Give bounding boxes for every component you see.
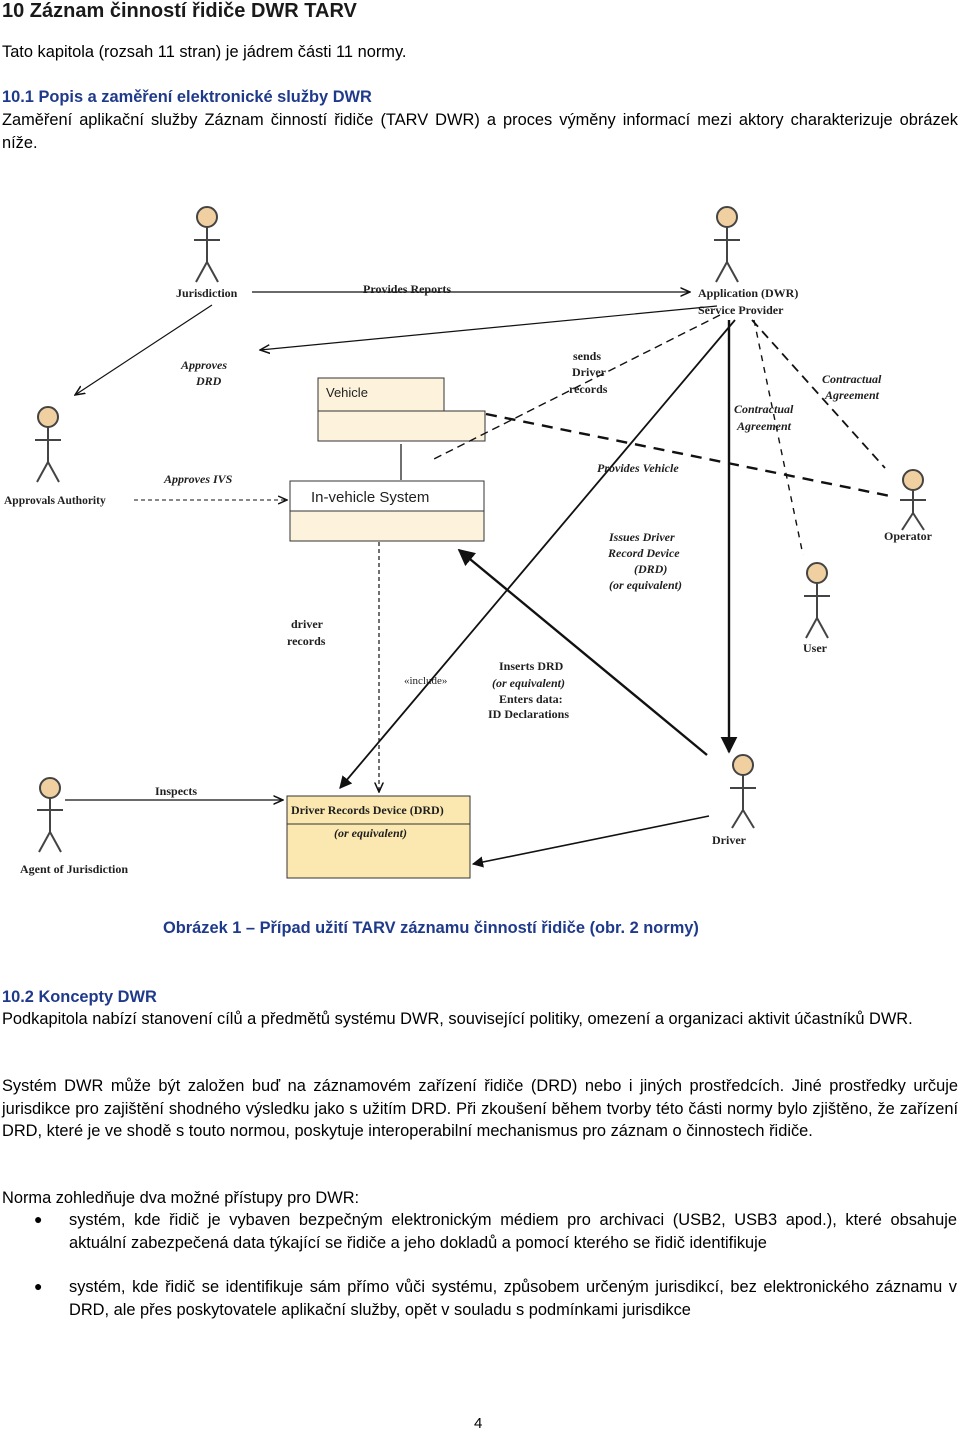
label-contractual-1b: Agreement — [824, 388, 880, 402]
label-driver: Driver — [712, 833, 747, 847]
label-include: «include» — [404, 675, 447, 687]
vehicle-label: Vehicle — [326, 385, 368, 400]
label-approves-drd-1: Approves — [180, 358, 227, 372]
label-approves-drd-2: DRD — [195, 374, 222, 388]
label-inserts-3: Enters data: — [499, 692, 563, 706]
actor-jurisdiction-icon — [194, 206, 220, 283]
actor-driver-icon — [730, 754, 756, 829]
label-inserts-4: ID Declarations — [488, 707, 569, 721]
label-sends-2: Driver — [572, 365, 607, 379]
section-1-title: 10.1 Popis a zaměření elektronické služb… — [2, 88, 372, 106]
label-issues-3: (DRD) — [634, 562, 667, 576]
label-driver-records-1: driver — [291, 617, 324, 631]
label-user: User — [803, 641, 828, 655]
section-2-title: 10.2 Koncepty DWR — [2, 988, 157, 1006]
diagram-connectors — [65, 292, 896, 868]
in-vehicle-system-box: In-vehicle System — [289, 480, 485, 542]
label-contractual-2a: Contractual — [734, 402, 794, 416]
actor-user-icon — [804, 562, 830, 639]
list-item-text: systém, kde řidič je vybaven bezpečným e… — [69, 1211, 957, 1252]
label-contractual-1a: Contractual — [822, 372, 882, 386]
label-contractual-2b: Agreement — [736, 419, 792, 433]
label-driver-records-2: records — [287, 634, 326, 648]
approach-list: ● systém, kde řidič je vybaven bezpečným… — [0, 1209, 960, 1322]
drd-label-2: (or equivalent) — [334, 826, 407, 840]
label-issues-1: Issues Driver — [608, 530, 675, 544]
bullet-icon: ● — [34, 1211, 43, 1227]
label-application-2: Service Provider — [698, 303, 784, 317]
list-item: ● systém, kde řidič se identifikuje sám … — [0, 1276, 960, 1322]
label-inspects: Inspects — [155, 784, 197, 798]
label-sends-1: sends — [573, 349, 601, 363]
actor-approvals-authority-icon — [35, 406, 61, 483]
label-jurisdiction: Jurisdiction — [176, 286, 238, 300]
label-application-1: Application (DWR) — [698, 286, 798, 300]
vehicle-box: Vehicle — [317, 377, 486, 442]
drd-box: Driver Records Device (DRD) (or equivale… — [286, 795, 471, 879]
label-issues-4: (or equivalent) — [609, 578, 682, 592]
section-2-text: Podkapitola nabízí stanovení cílů a před… — [2, 1010, 913, 1028]
in-vehicle-label: In-vehicle System — [311, 489, 429, 506]
label-issues-2: Record Device — [607, 546, 680, 560]
list-item-text: systém, kde řidič se identifikuje sám př… — [69, 1278, 957, 1319]
figure-caption: Obrázek 1 – Případ užití TARV záznamu či… — [163, 919, 699, 937]
label-provides-vehicle: Provides Vehicle — [597, 461, 679, 475]
use-case-diagram: Jurisdiction Application (DWR) Service P… — [4, 206, 933, 879]
label-approvals-authority: Approvals Authority — [4, 495, 106, 507]
section-1-text: Zaměření aplikační služby Záznam činnost… — [2, 111, 958, 152]
label-inserts-1: Inserts DRD — [499, 659, 564, 673]
actor-application-icon — [714, 206, 740, 283]
label-sends-3: records — [569, 382, 608, 396]
chapter-heading: 10 Záznam činností řidiče DWR TARV — [2, 0, 357, 22]
label-agent: Agent of Jurisdiction — [20, 862, 128, 876]
intro-text: Tato kapitola (rozsah 11 stran) je jádre… — [2, 43, 407, 61]
drd-label-1: Driver Records Device (DRD) — [291, 803, 444, 817]
label-approves-ivs: Approves IVS — [163, 472, 233, 486]
bullet-icon: ● — [34, 1278, 43, 1294]
label-provides-reports: Provides Reports — [363, 282, 451, 296]
actor-operator-icon — [900, 469, 926, 531]
list-item: ● systém, kde řidič je vybaven bezpečným… — [0, 1209, 960, 1276]
label-inserts-2: (or equivalent) — [492, 676, 565, 690]
page-number: 4 — [474, 1415, 483, 1432]
label-operator: Operator — [884, 529, 933, 543]
paragraph-dwr-system: Systém DWR může být založen buď na zázna… — [2, 1077, 958, 1140]
actor-agent-icon — [37, 777, 63, 853]
paragraph-approaches: Norma zohledňuje dva možné přístupy pro … — [2, 1189, 360, 1207]
